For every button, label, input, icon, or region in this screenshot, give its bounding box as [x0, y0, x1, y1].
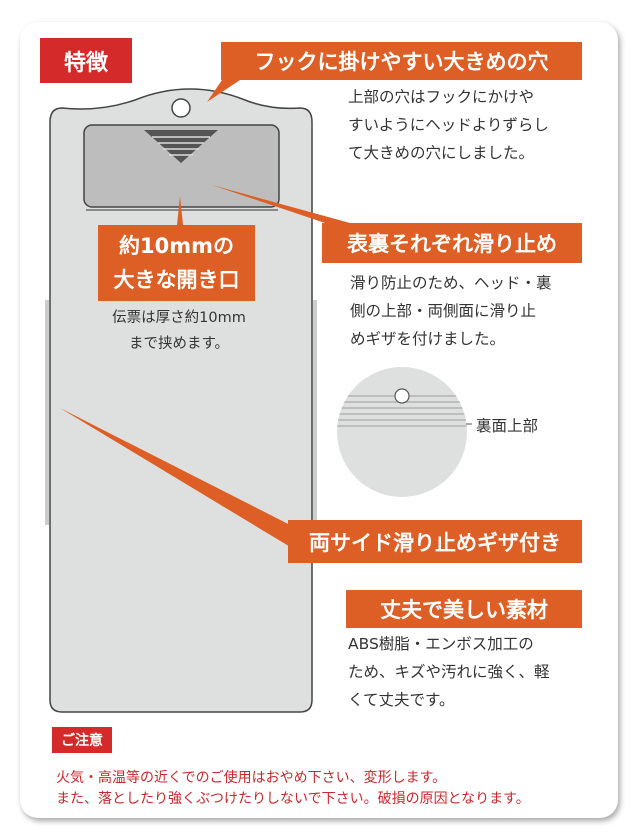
side-grip-left: [45, 300, 49, 525]
features-heading: 特徴: [40, 38, 132, 83]
back-view-circle: [337, 367, 467, 497]
feature-title-opening-line2: 大きな開き口: [113, 268, 240, 292]
hook-hole: [171, 98, 191, 118]
leader-grip: [212, 185, 350, 226]
feature-title-antislip: 表裏それぞれ滑り止め: [322, 223, 582, 263]
caution-heading: ご注意: [52, 727, 112, 753]
leader-opening: [177, 196, 183, 225]
leader-hole: [207, 80, 240, 102]
feature-title-hook-hole: フックに掛けやすい大きめの穴: [221, 42, 582, 80]
feature-title-material: 丈夫で美しい素材: [346, 590, 582, 628]
feature-desc-material: ABS樹脂・エンボス加工の ため、キズや汚れに強く、軽 くて丈夫です。: [348, 635, 550, 709]
feature-desc-antislip: 滑り防止のため、ヘッド・裏 側の上部・両側面に滑り止 めギザを付けました。: [350, 274, 552, 348]
feature-title-opening: 約10mmの 大きな開き口: [98, 225, 255, 301]
caution-line-1: 火気・高温等の近くでのご使用はおやめ下さい、変形します。: [56, 770, 447, 786]
back-view-label: 裏面上部: [476, 417, 539, 435]
side-grip-right: [313, 300, 317, 540]
head-grip-triangle: [144, 130, 218, 163]
clip-head: [83, 124, 280, 208]
caution-line-2: また、落としたり強くぶつけたりしないで下さい。破損の原因となります。: [56, 791, 530, 807]
feature-title-opening-line1: 約10mmの: [119, 234, 234, 258]
leader-side: [60, 408, 300, 548]
feature-desc-opening: 伝票は厚さ約10mm まで挟めます。: [112, 310, 246, 352]
feature-title-side-grip: 両サイド滑り止めギザ付き: [288, 520, 582, 563]
feature-desc-hook-hole: 上部の穴はフックにかけや すいようにヘッドよりずらし て大きめの穴にしました。: [348, 88, 549, 162]
